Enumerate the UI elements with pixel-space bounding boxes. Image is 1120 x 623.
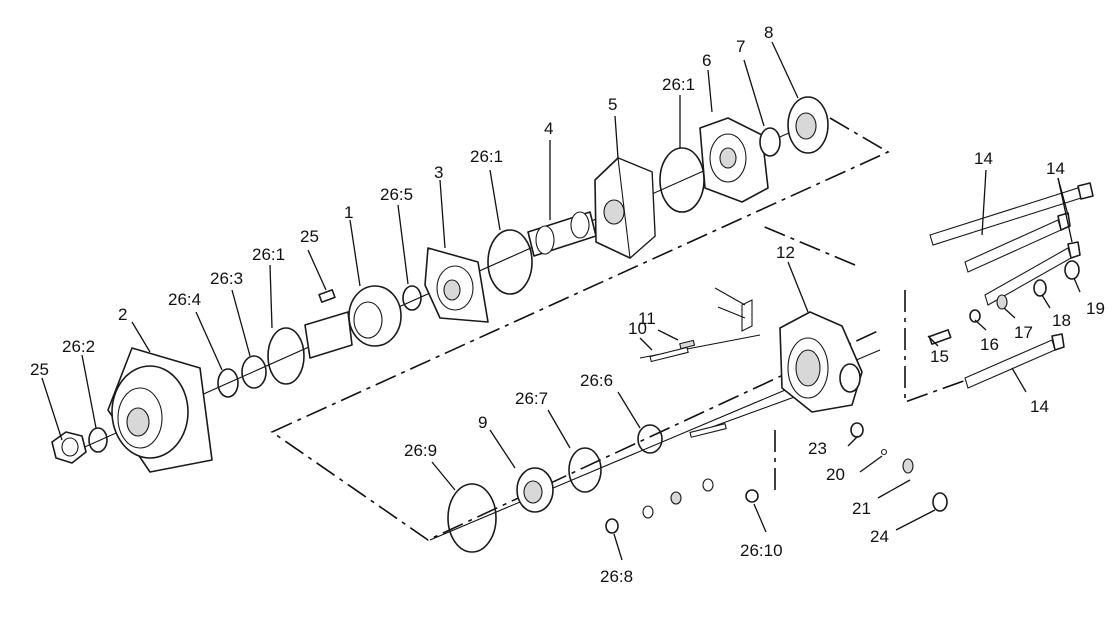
callout-16: 16 <box>980 335 999 354</box>
callout-labels: 25 26:2 2 26:4 26:3 26:1 25 1 26:5 3 26:… <box>30 23 1105 586</box>
part-24-nut <box>51 431 87 464</box>
part-26-4-ring <box>217 368 239 398</box>
bracket-guide-2 <box>717 306 746 319</box>
part-1-shaft <box>304 285 402 359</box>
callout-4: 4 <box>544 119 553 138</box>
callout-7: 7 <box>736 37 745 56</box>
bracket-guide <box>714 287 746 306</box>
part-10-pin <box>649 346 689 363</box>
callout-21: 21 <box>852 499 871 518</box>
part-14-bolt-d <box>964 333 1065 389</box>
part-26-9-oring <box>447 483 497 553</box>
callout-26-8: 26:8 <box>600 567 633 586</box>
part-11-spring <box>679 339 696 350</box>
part-26-1-oring-a <box>267 327 305 385</box>
assembly-path-line <box>270 117 890 541</box>
part-26-10-ring <box>745 489 759 503</box>
part-14-bolt-c <box>984 241 1081 306</box>
part-6-plate <box>699 117 769 203</box>
callout-26-6: 26:6 <box>580 371 613 390</box>
callout-26-5: 26:5 <box>380 185 413 204</box>
callout-24: 25 <box>30 360 49 379</box>
part-19-plug <box>1064 260 1080 280</box>
part-2-flange-housing <box>107 347 213 473</box>
callout-26-2: 26:2 <box>62 337 95 356</box>
part-26-5-ring <box>402 285 422 311</box>
callout-14-a: 14 <box>974 149 993 168</box>
callout-26-1-a: 26:1 <box>252 245 285 264</box>
part-4-spline-shaft <box>527 211 597 257</box>
part-26-6-ring <box>637 424 663 454</box>
part-7-gear <box>759 127 781 157</box>
callout-12: 12 <box>776 243 795 262</box>
part-25-key <box>318 289 336 303</box>
part-12-housing <box>779 311 863 413</box>
callout-3: 3 <box>434 163 443 182</box>
callout-26-1-c: 26:1 <box>662 75 695 94</box>
callout-1: 1 <box>344 203 353 222</box>
callout-18: 18 <box>1052 311 1071 330</box>
callout-22: 23 <box>808 439 827 458</box>
callout-26-3: 26:3 <box>210 269 243 288</box>
callout-26-1-b: 26:1 <box>470 147 503 166</box>
part-10-pin-b <box>689 423 727 438</box>
part-22-plug <box>850 422 864 438</box>
callout-26-7: 26:7 <box>515 389 548 408</box>
part-26-8-items <box>605 478 714 534</box>
callout-23: 24 <box>870 527 889 546</box>
part-15-plug <box>928 329 952 345</box>
part-23-plug <box>932 492 948 512</box>
callout-14-b: 14 <box>1046 159 1065 178</box>
callout-25: 25 <box>300 227 319 246</box>
part-26-7-ring <box>568 447 602 493</box>
part-5-plate <box>594 157 656 260</box>
part-14-bolt-b <box>964 212 1071 273</box>
callout-26-9: 26:9 <box>404 441 437 460</box>
leader-lines <box>41 41 1081 561</box>
part-21-spring <box>902 458 914 474</box>
callout-2: 2 <box>118 305 127 324</box>
part-20-ball <box>880 448 888 456</box>
part-17-spring <box>996 294 1008 310</box>
part-3-plate <box>424 247 489 323</box>
callout-10: 10 <box>628 319 647 338</box>
callout-14-c: 14 <box>1030 397 1049 416</box>
part-26-2-seal <box>88 427 108 453</box>
part-16-washer <box>969 309 981 323</box>
callout-20: 20 <box>826 465 845 484</box>
assembly-path-line-2 <box>759 224 856 266</box>
callout-17: 17 <box>1014 323 1033 342</box>
part-18-plug <box>1033 279 1047 297</box>
callout-6: 6 <box>702 51 711 70</box>
part-26-3-ring <box>241 355 267 389</box>
callout-19: 19 <box>1086 299 1105 318</box>
callout-26-10: 26:10 <box>740 541 783 560</box>
callout-15: 15 <box>930 347 949 366</box>
small-bracket <box>741 299 753 332</box>
part-9-bearing <box>516 467 554 513</box>
callout-8: 8 <box>764 23 773 42</box>
assembly-path-line-3 <box>904 290 1051 404</box>
part-14-bolt-a <box>929 182 1094 246</box>
part-26-1-oring-c <box>659 147 705 213</box>
callout-9: 9 <box>478 413 487 432</box>
callout-11: 11 <box>638 309 656 328</box>
callout-5: 5 <box>608 95 617 114</box>
callout-26-4: 26:4 <box>168 290 201 309</box>
part-8-rotor <box>787 96 829 154</box>
part-26-1-oring-b <box>487 229 533 295</box>
